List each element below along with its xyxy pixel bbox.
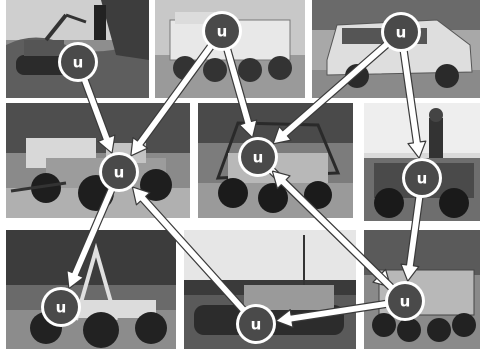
photo-rollcage-rover	[198, 103, 353, 218]
photo-atv-rover-sensors	[6, 103, 190, 218]
photo-six-wheel-utility-vehicle	[155, 0, 305, 98]
photo-rover-with-operator	[364, 103, 480, 221]
photo-tracked-robot-arm	[6, 0, 149, 98]
photo-frame-wheeled-robot	[6, 230, 176, 349]
photo-tracked-tank-vehicle	[184, 230, 356, 349]
photo-suv-vehicle	[312, 0, 480, 98]
photo-six-wheel-cargo-vehicle	[364, 230, 480, 349]
